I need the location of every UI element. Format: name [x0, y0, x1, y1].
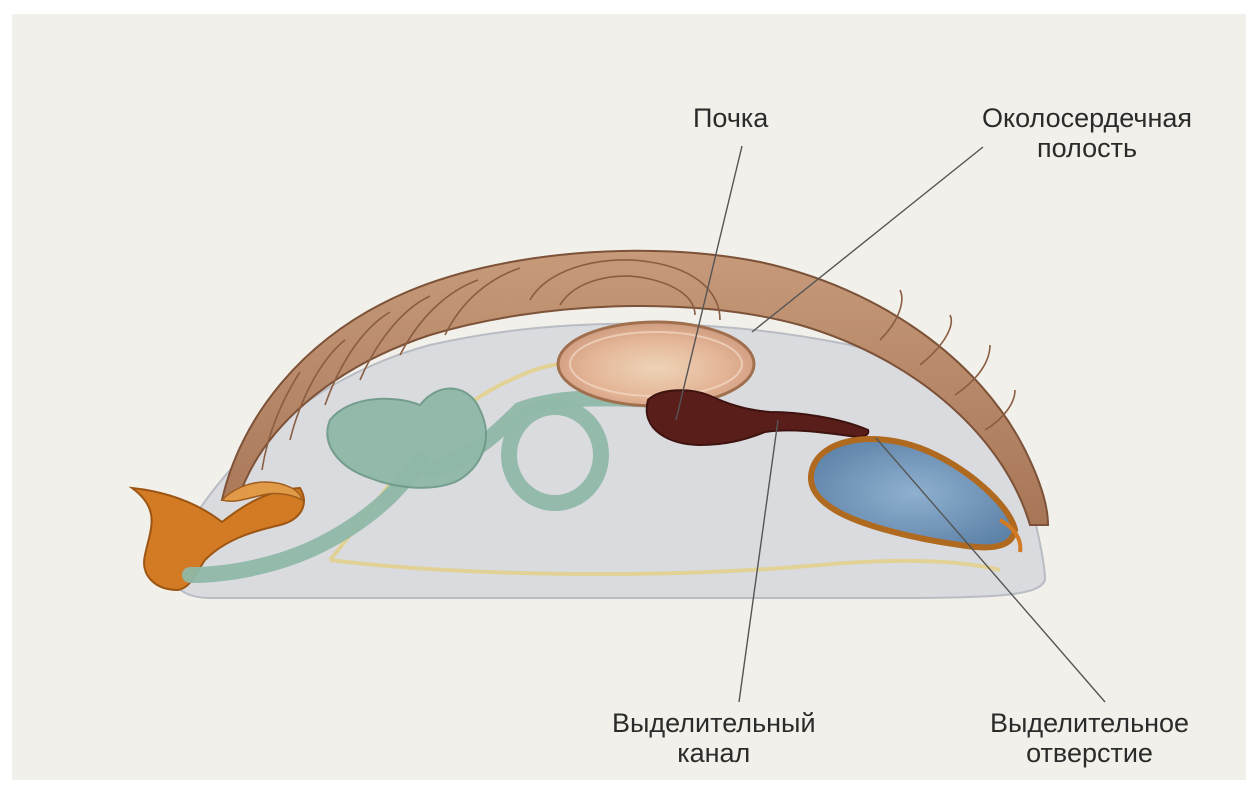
- label-kidney: Почка: [693, 103, 768, 133]
- label-kidney-text: Почка: [693, 103, 768, 133]
- label-excretory-opening: Выделительное отверстие: [990, 708, 1189, 768]
- label-canal-line2: канал: [612, 738, 816, 768]
- label-canal-line1: Выделительный: [612, 708, 816, 738]
- label-pericardial-cavity: Околосердечная полость: [982, 103, 1192, 163]
- pericardial-cavity: [558, 322, 754, 406]
- label-excretory-canal: Выделительный канал: [612, 708, 816, 768]
- label-pericardial-line2: полость: [982, 133, 1192, 163]
- label-opening-line2: отверстие: [990, 738, 1189, 768]
- label-pericardial-line1: Околосердечная: [982, 103, 1192, 133]
- label-opening-line1: Выделительное: [990, 708, 1189, 738]
